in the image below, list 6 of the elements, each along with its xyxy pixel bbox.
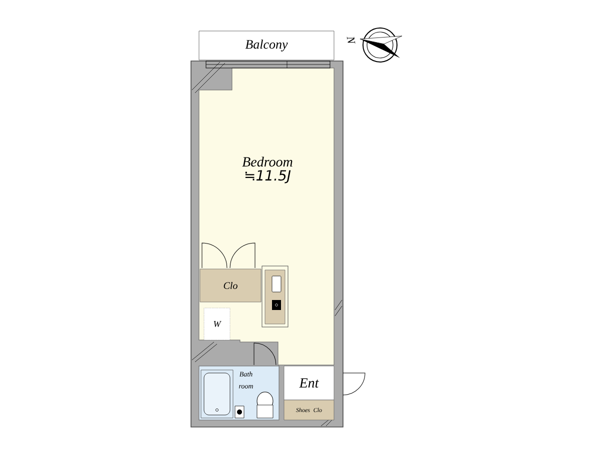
- closet-area: Clo: [200, 268, 262, 302]
- north-label: N: [346, 36, 356, 44]
- balcony-area: Balcony: [198, 30, 334, 60]
- washer-space: W: [204, 308, 230, 340]
- room-label: Bedroom ≒11.5J: [242, 156, 292, 184]
- entrance-area: Ent: [284, 366, 334, 400]
